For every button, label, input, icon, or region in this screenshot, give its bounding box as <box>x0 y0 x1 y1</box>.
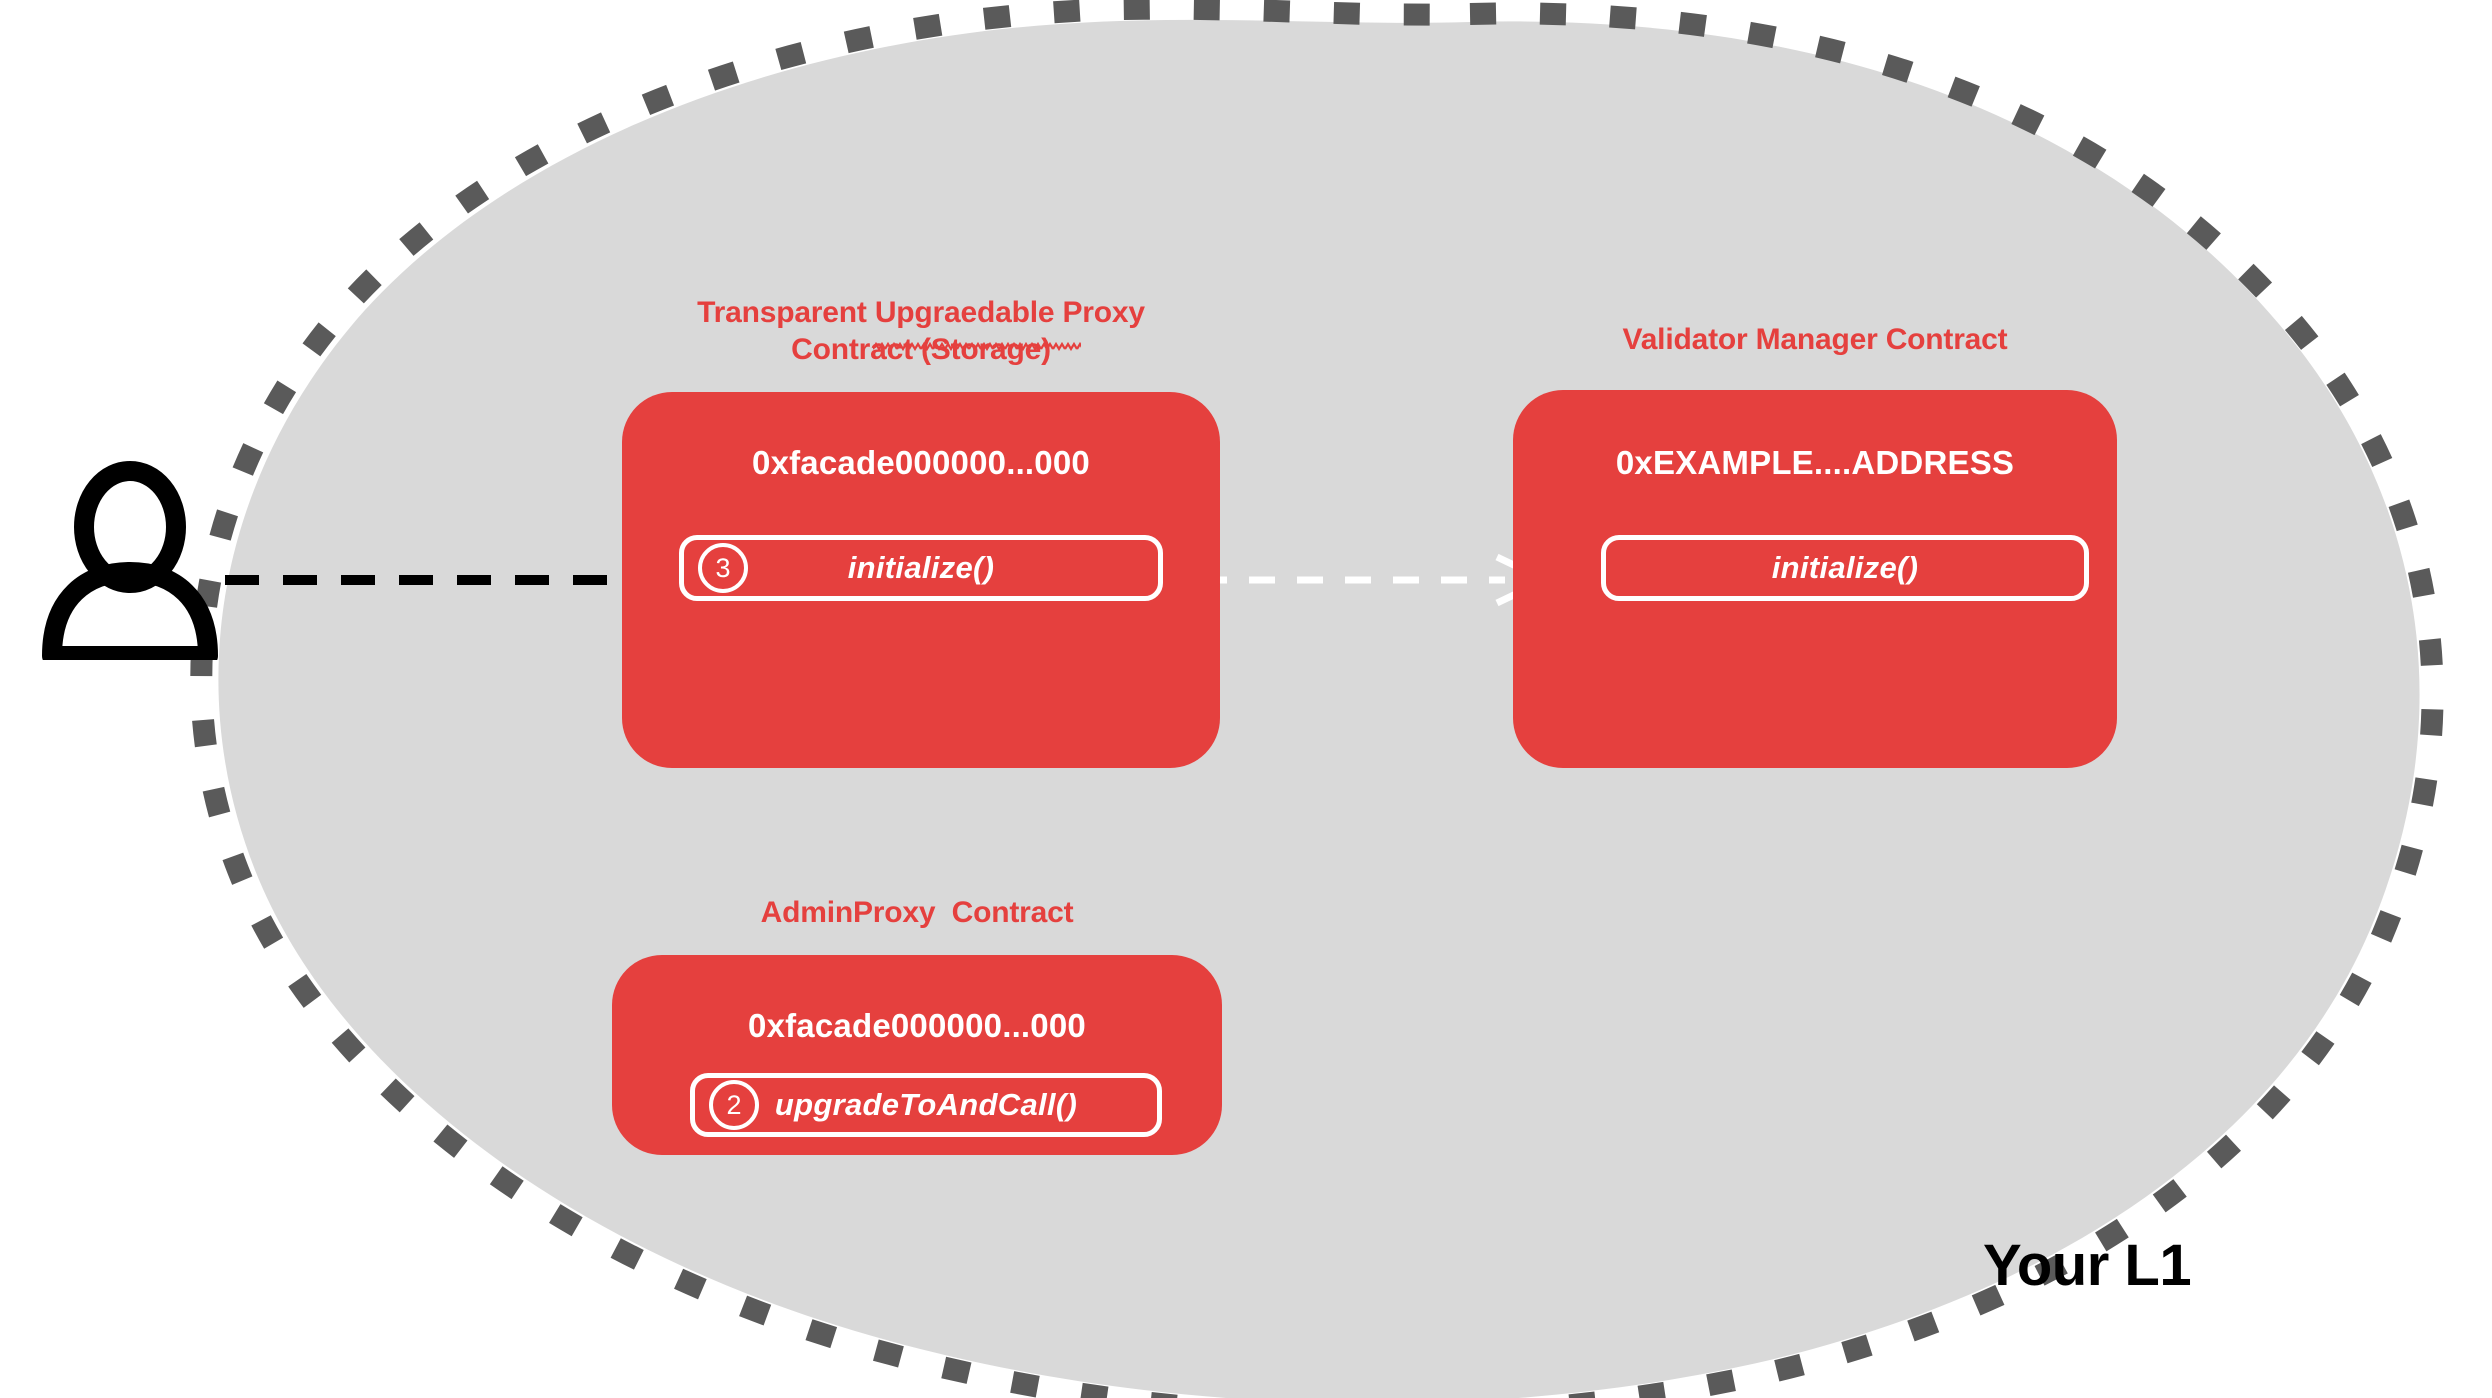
contract-card-transparent-upgradeable-proxy[interactable]: 0xfacade000000...000 3 initialize() <box>622 392 1220 768</box>
contract-address-transparent-upgradeable-proxy: 0xfacade000000...000 <box>752 444 1090 481</box>
region-label-your-l1: Your L1 <box>1983 1233 2192 1298</box>
contract-card-admin-proxy[interactable]: 0xfacade000000...000 2 upgradeToAndCall(… <box>612 955 1222 1155</box>
contract-card-validator-manager[interactable]: 0xEXAMPLE....ADDRESS initialize() <box>1513 390 2117 768</box>
function-row-upgrade-to-and-call[interactable]: 2 upgradeToAndCall() <box>690 1073 1162 1137</box>
function-row-initialize-proxy[interactable]: 3 initialize() <box>679 535 1163 601</box>
card-title-transparent-upgradeable-proxy: Transparent Upgraedable Proxy Contract (… <box>697 296 1145 366</box>
function-row-initialize-validator-manager[interactable]: initialize() <box>1601 535 2089 601</box>
contract-address-validator-manager: 0xEXAMPLE....ADDRESS <box>1615 444 2015 481</box>
step-badge-2: 2 <box>709 1080 759 1130</box>
card-title-validator-manager: Validator Manager Contract <box>1622 323 2008 356</box>
function-label-initialize: initialize() <box>847 550 995 585</box>
card-title-admin-proxy: AdminProxy Contract <box>760 896 1074 929</box>
step-badge-3: 3 <box>698 543 748 593</box>
user-person-icon <box>42 461 218 660</box>
function-label-upgrade-to-and-call: upgradeToAndCall() <box>774 1087 1078 1122</box>
spellcheck-squiggle-underline <box>873 342 1081 352</box>
contract-address-admin-proxy: 0xfacade000000...000 <box>748 1007 1086 1044</box>
l1-region-dashed-border <box>190 0 2444 1398</box>
function-label-initialize: initialize() <box>1771 550 1919 585</box>
